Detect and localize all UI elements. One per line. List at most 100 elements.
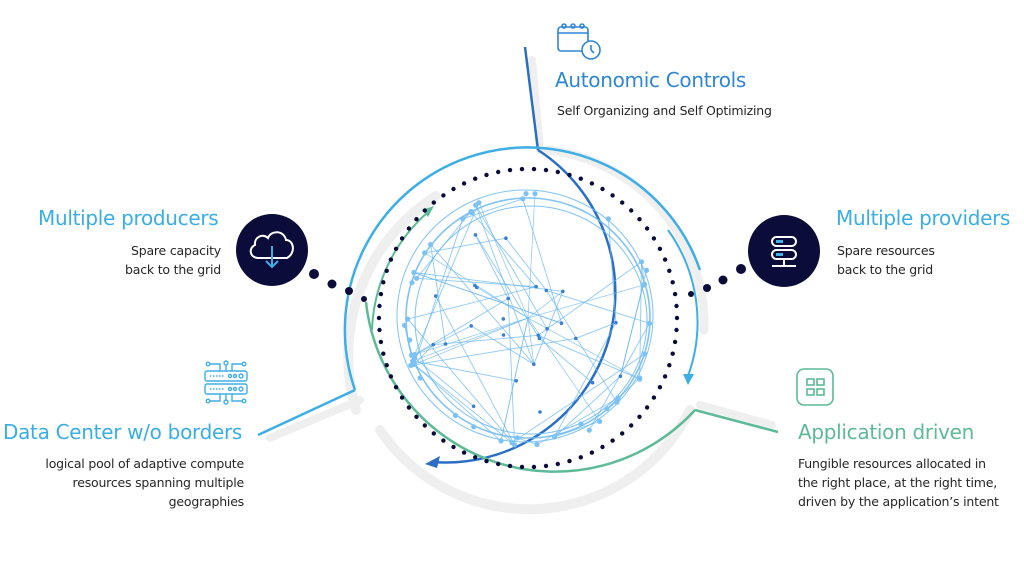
shadow-arc-outer (543, 145, 709, 335)
shadow-connector-right (696, 401, 776, 429)
ring-dot (674, 327, 679, 333)
ring-dot (461, 450, 467, 455)
network-ring (414, 205, 648, 435)
network-edge (413, 364, 513, 443)
network-node (407, 337, 413, 343)
description-line: Spare capacity (130, 243, 221, 258)
description-line: Spare resources (837, 243, 935, 258)
ring-dot (388, 257, 394, 262)
network-edge (430, 244, 535, 365)
ring-dot (620, 431, 625, 436)
network-edge (414, 298, 509, 355)
network-node (641, 281, 648, 287)
ring-dot (589, 450, 595, 455)
providers-connector-dots (688, 264, 746, 297)
ring-dot (399, 395, 405, 400)
application-connector (694, 408, 779, 434)
ring-dot (543, 167, 549, 173)
ring-dot (674, 315, 680, 321)
network-node (537, 336, 542, 341)
ring-dot (496, 169, 501, 175)
providers-title: Multiple providers (836, 206, 1011, 230)
network-node (511, 442, 518, 448)
network-node (561, 289, 565, 294)
network-edge (522, 198, 562, 324)
ring-dot (406, 405, 412, 410)
network-edge (545, 290, 618, 403)
ring-dot (378, 339, 384, 345)
description-line: back to the grid (125, 262, 221, 277)
autonomic-connector (523, 46, 540, 151)
ring-dot (670, 280, 675, 285)
network-node (574, 336, 578, 341)
network-node (504, 236, 508, 240)
network-edge (507, 298, 516, 445)
datacenter-description: logical pool of adaptive compute resourc… (45, 454, 244, 511)
network-node (615, 395, 621, 401)
description-line: Self Organizing and Self Optimizing (557, 103, 772, 118)
network-node (523, 191, 529, 197)
network-node (618, 374, 623, 379)
ring-dot (441, 193, 446, 198)
network-node (544, 288, 549, 293)
network-node (476, 200, 482, 206)
network-node (501, 333, 506, 337)
grid-apps-icon (796, 368, 834, 406)
ring-dot (451, 186, 456, 192)
ring-dot (381, 280, 386, 285)
ring-dot (384, 363, 389, 368)
network-node (536, 333, 541, 338)
ring-dot (629, 423, 634, 428)
network-node (545, 327, 549, 331)
network-edge (470, 325, 535, 365)
network-ring (396, 189, 654, 443)
network-edge (430, 244, 446, 345)
network-edge (407, 286, 537, 320)
network-edge (554, 322, 617, 438)
network-edge (413, 272, 562, 324)
network-node (431, 342, 436, 347)
ring-dot (519, 464, 525, 470)
network-edge (413, 272, 563, 292)
ring-dot (473, 176, 478, 181)
ring-dot (406, 226, 412, 231)
network-node (551, 434, 558, 440)
ring-dot (600, 444, 605, 450)
network-edge (619, 284, 644, 377)
network-edge (536, 397, 619, 445)
ring-dot (555, 169, 560, 175)
shadow-arc-bottom (375, 405, 695, 515)
network-node (501, 317, 506, 321)
ring-dot (484, 458, 489, 464)
network-node (642, 351, 648, 357)
network-edge (607, 218, 617, 323)
left-inner-green-arc (371, 211, 429, 331)
description-line: back to the grid (837, 262, 933, 277)
ring-dot (651, 236, 657, 241)
ring-dot (662, 257, 668, 262)
ring-dot (507, 463, 513, 469)
network-node (411, 269, 417, 276)
network-node (506, 296, 511, 301)
network-node (471, 424, 477, 430)
ring-dot (567, 458, 572, 464)
ring-dot (399, 236, 405, 241)
connector-dot (736, 264, 746, 274)
description-line: driven by the application’s intent (798, 494, 999, 509)
ring-dot (414, 217, 419, 222)
shadow-connector-top (528, 56, 544, 154)
dotted-ring (376, 166, 680, 470)
ring-dot (414, 414, 419, 419)
calendar-clock-icon (557, 23, 601, 60)
network-edge (413, 364, 502, 442)
network-edge (475, 234, 509, 299)
ring-dot (567, 172, 572, 178)
network-node (434, 294, 438, 298)
network-edge (575, 322, 617, 339)
network-node (559, 321, 564, 326)
ring-dot (422, 423, 427, 428)
connector-dot (327, 279, 337, 289)
ring-dot (637, 414, 642, 419)
network-edge (511, 353, 645, 443)
ring-dot (629, 208, 634, 213)
